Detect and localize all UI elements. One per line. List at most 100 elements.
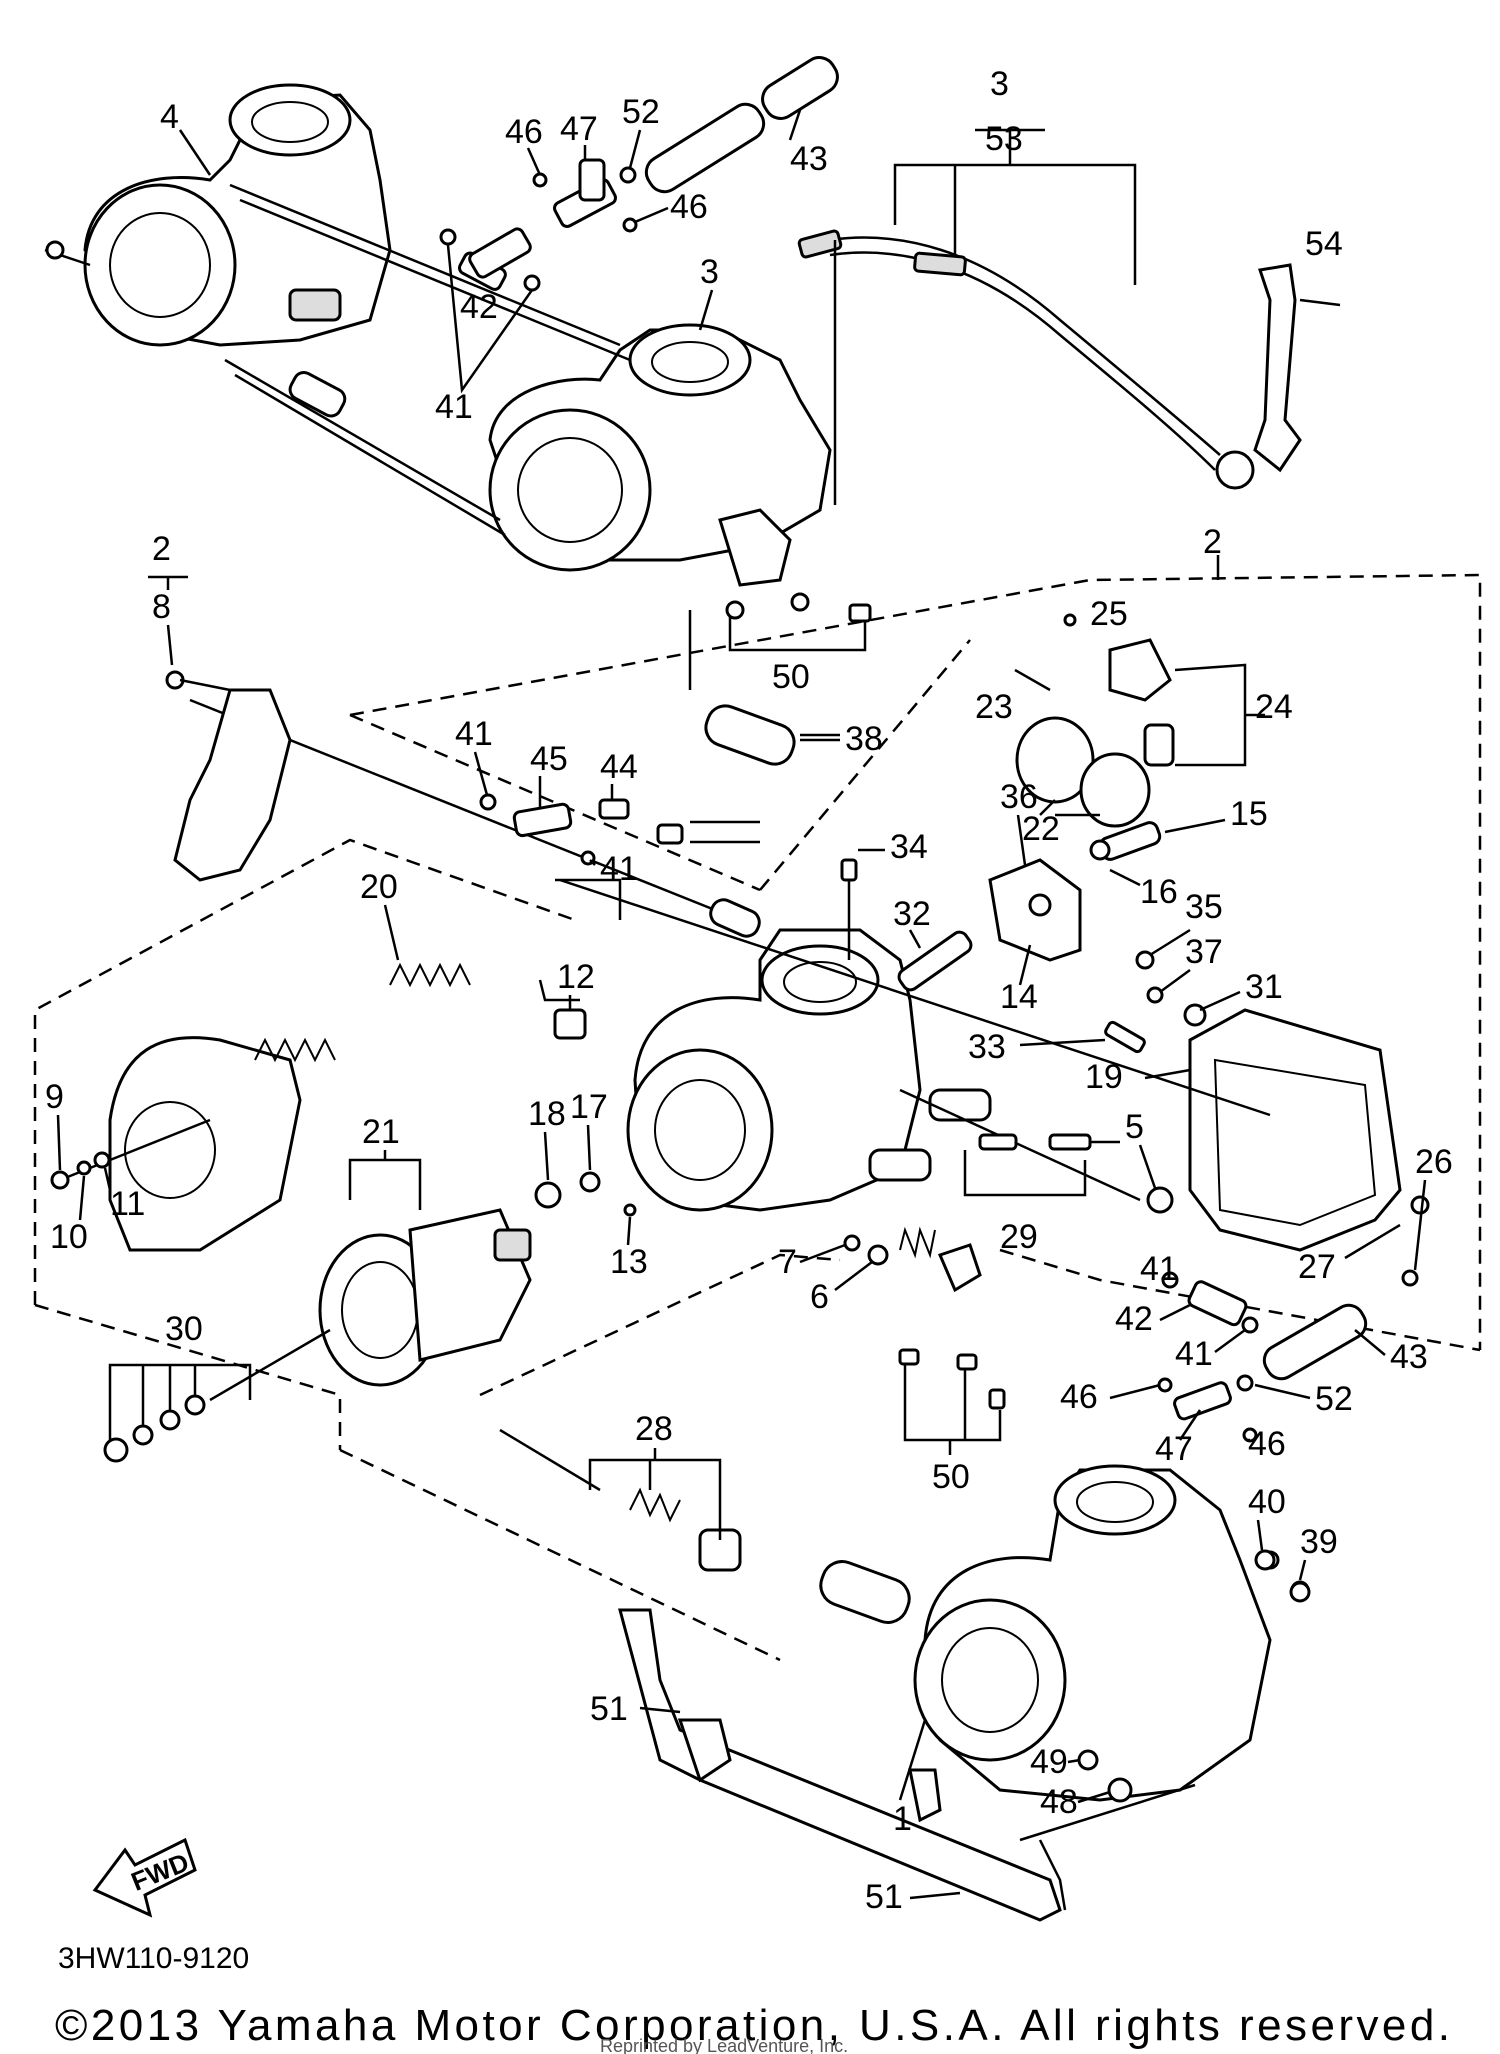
diaphragm-cover: [50, 1036, 302, 1252]
callout-46: 46: [505, 113, 543, 151]
callout-30: 30: [165, 1310, 203, 1348]
callout-41c: 41: [600, 850, 638, 888]
callout-52: 52: [622, 93, 660, 131]
callout-29: 29: [1000, 1218, 1038, 1256]
callout-9: 9: [45, 1078, 64, 1116]
callout-49: 49: [1030, 1743, 1068, 1781]
callout-10: 10: [50, 1218, 88, 1256]
callout-22: 22: [1022, 810, 1060, 848]
callout-bracket-53: [893, 128, 1137, 285]
callout-20: 20: [360, 868, 398, 906]
callout-2a: 2: [152, 530, 171, 568]
starter-plunger: [499, 1428, 742, 1572]
callout-38: 38: [845, 720, 883, 758]
callout-26: 26: [1415, 1143, 1453, 1181]
lower-right-fittings: [1157, 1271, 1368, 1443]
callout-25: 25: [1090, 595, 1128, 633]
callout-45: 45: [530, 740, 568, 778]
fitting-parts-mid: [479, 793, 760, 866]
forward-arrow-icon: FWD: [92, 1837, 197, 1918]
callout-34: 34: [890, 828, 928, 866]
callout-6: 6: [810, 1278, 829, 1316]
callout-31: 31: [1245, 968, 1283, 1006]
fitting-parts-right: [840, 858, 973, 992]
callout-12: 12: [557, 958, 595, 996]
bottom-linkage-bar: [618, 1608, 1196, 1922]
callout-51b: 51: [865, 1878, 903, 1916]
callout-43: 43: [790, 140, 828, 178]
carburetor-top-right: [488, 323, 832, 587]
callout-15: 15: [1230, 795, 1268, 833]
small-fittings-left: [534, 1008, 637, 1217]
callout-11: 11: [110, 1185, 145, 1223]
needle-jet-parts: [103, 1328, 331, 1463]
carburetor-middle: [626, 928, 992, 1212]
callout-4: 4: [160, 98, 179, 136]
callout-39: 39: [1300, 1523, 1338, 1561]
callout-35: 35: [1185, 888, 1223, 926]
callout-32: 32: [893, 895, 931, 933]
float-bowl-cover: [1183, 1003, 1430, 1287]
spring-20: [254, 962, 471, 1063]
callout-53: 53: [985, 120, 1023, 158]
callout-18: 18: [528, 1095, 566, 1133]
callout-3b: 3: [700, 253, 719, 291]
callout-19: 19: [1085, 1058, 1123, 1096]
callout-44: 44: [600, 748, 638, 786]
callout-43b: 43: [1390, 1338, 1428, 1376]
choke-area-top: [688, 240, 872, 766]
callout-51a: 51: [590, 1690, 628, 1728]
choke-linkage-parts: [1014, 613, 1265, 828]
callout-33: 33: [968, 1028, 1006, 1066]
fuel-tube-top: [644, 56, 839, 194]
screw-set-lower: [898, 1348, 1006, 1442]
copyright-notice: ©2013 Yamaha Motor Corporation, U.S.A. A…: [55, 2001, 1450, 2050]
callout-41b: 41: [455, 715, 493, 753]
callout-28: 28: [635, 1410, 673, 1448]
callout-8: 8: [152, 588, 171, 626]
callout-37: 37: [1185, 933, 1223, 971]
callout-47: 47: [560, 110, 598, 148]
callout-46d: 46: [1248, 1425, 1286, 1463]
choke-plate-assembly: [988, 821, 1164, 1054]
callout-17: 17: [570, 1088, 608, 1126]
vacuum-piston: [318, 1208, 532, 1387]
callout-21: 21: [362, 1113, 400, 1151]
callout-16: 16: [1140, 873, 1178, 911]
cable-bracket: [1253, 263, 1341, 473]
watermark-text: Reprinted by LeadVenture, Inc.: [600, 2036, 848, 2054]
callout-41e: 41: [1175, 1335, 1213, 1373]
callout-54: 54: [1305, 225, 1343, 263]
callout-23: 23: [975, 688, 1013, 726]
callout-3a: 3: [990, 65, 1009, 103]
callout-13: 13: [610, 1243, 648, 1281]
carburetor-bottom: [819, 1464, 1310, 1802]
callout-5: 5: [1125, 1108, 1144, 1146]
callout-50a: 50: [772, 658, 810, 696]
part-code: 3HW110-9120: [58, 1942, 249, 1975]
callout-42b: 42: [1115, 1300, 1153, 1338]
throttle-cable: [797, 229, 1255, 490]
callout-41: 41: [435, 388, 473, 426]
callout-40: 40: [1248, 1483, 1286, 1521]
t-joint-top: [532, 158, 638, 233]
callout-52b: 52: [1315, 1380, 1353, 1418]
callout-7: 7: [778, 1243, 797, 1281]
group-2-boundary: [349, 555, 1482, 1352]
callout-36: 36: [1000, 778, 1038, 816]
lower-spring-parts: [843, 1133, 1174, 1293]
callout-1: 1: [893, 1800, 912, 1838]
callout-50b: 50: [932, 1458, 970, 1496]
callout-2b: 2: [1203, 523, 1222, 561]
carburetor-top-left: [44, 83, 392, 347]
diaphragm-group-boundary: [33, 838, 841, 1662]
callout-24: 24: [1255, 688, 1293, 726]
callout-48: 48: [1040, 1783, 1078, 1821]
callout-46c: 46: [1060, 1378, 1098, 1416]
callout-42: 42: [460, 288, 498, 326]
callout-46b: 46: [670, 188, 708, 226]
bottom-right-fasteners: [1254, 1549, 1311, 1603]
stay-bracket: [165, 670, 292, 882]
callout-47b: 47: [1155, 1430, 1193, 1468]
